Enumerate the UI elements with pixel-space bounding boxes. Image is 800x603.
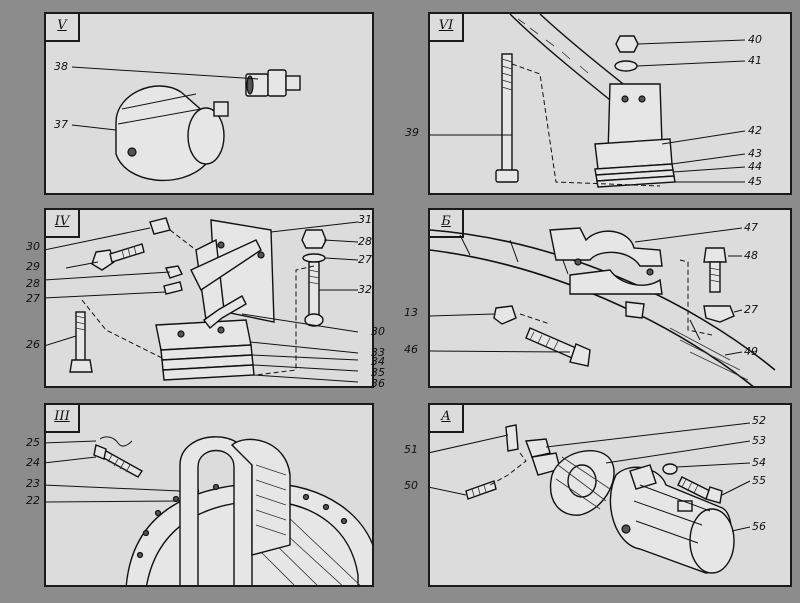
label-46: 46 (404, 343, 418, 356)
panel-b: Б (428, 208, 792, 388)
panel-a-drawing (430, 422, 751, 574)
label-48: 48 (744, 249, 758, 262)
panel-iii-drawing (46, 436, 372, 585)
sender-37 (115, 85, 229, 182)
bolt-48 (703, 247, 727, 293)
panel-a-tag: A (430, 405, 464, 433)
label-24: 24 (26, 456, 40, 469)
bracket-31 (190, 219, 275, 323)
label-44: 44 (748, 160, 762, 173)
label-30a: 30 (26, 240, 40, 253)
panel-iv-drawing (46, 217, 359, 383)
label-55: 55 (752, 474, 766, 487)
panel-v-drawing (71, 66, 301, 182)
arch-clamp (179, 436, 291, 585)
label-27b: 27 (358, 253, 372, 266)
label-35: 35 (371, 366, 385, 379)
panel-vi: VI 40 (428, 12, 792, 195)
label-56: 56 (752, 520, 766, 533)
label-50: 50 (404, 479, 418, 492)
label-37: 37 (54, 118, 68, 131)
label-40: 40 (748, 33, 762, 46)
bolt-24 (93, 444, 144, 478)
label-30b: 30 (371, 325, 385, 338)
label-47: 47 (744, 221, 758, 234)
label-34: 34 (371, 355, 385, 368)
label-27-b: 27 (744, 303, 758, 316)
stud-32 (301, 229, 327, 327)
bolt-39 (495, 53, 519, 183)
panel-iv: IV (44, 208, 374, 388)
panel-vi-tag: VI (430, 14, 464, 42)
support-42 (594, 83, 673, 170)
label-28b: 28 (358, 235, 372, 248)
label-23: 23 (26, 477, 40, 490)
panel-b-drawing (430, 227, 776, 386)
bolt-46 (525, 327, 591, 367)
clamp-47 (549, 227, 663, 295)
label-49: 49 (744, 345, 758, 358)
label-39-outside: 39 (405, 126, 419, 139)
panel-iii: III (44, 403, 374, 587)
bolt-29 (91, 243, 145, 271)
bolt-55 (677, 476, 723, 504)
label-29: 29 (26, 260, 40, 273)
label-31: 31 (358, 213, 372, 226)
label-22: 22 (26, 494, 40, 507)
label-33: 33 (371, 346, 385, 359)
label-45: 45 (748, 175, 762, 188)
label-25: 25 (26, 436, 40, 449)
label-27a: 27 (26, 292, 40, 305)
label-38: 38 (54, 60, 68, 73)
label-26: 26 (26, 338, 40, 351)
label-36: 36 (371, 377, 385, 390)
panel-a: A (428, 403, 792, 587)
panel-vi-drawing (430, 14, 746, 188)
label-41: 41 (748, 54, 762, 67)
label-51: 51 (404, 443, 418, 456)
label-42: 42 (748, 124, 762, 137)
label-53: 53 (752, 434, 766, 447)
panel-v-tag: V (46, 14, 80, 42)
label-28a: 28 (26, 277, 40, 290)
panel-iii-tag: III (46, 405, 80, 433)
motor-56 (609, 464, 735, 574)
label-52: 52 (752, 414, 766, 427)
label-54: 54 (752, 456, 766, 469)
fitting-38 (245, 69, 301, 97)
panel-iv-tag: IV (46, 210, 80, 238)
label-32: 32 (358, 283, 372, 296)
label-43: 43 (748, 147, 762, 160)
panel-v: V 38 37 (44, 12, 374, 195)
gasket-53 (550, 450, 615, 516)
label-13: 13 (404, 306, 418, 319)
bolt-26 (69, 311, 93, 373)
